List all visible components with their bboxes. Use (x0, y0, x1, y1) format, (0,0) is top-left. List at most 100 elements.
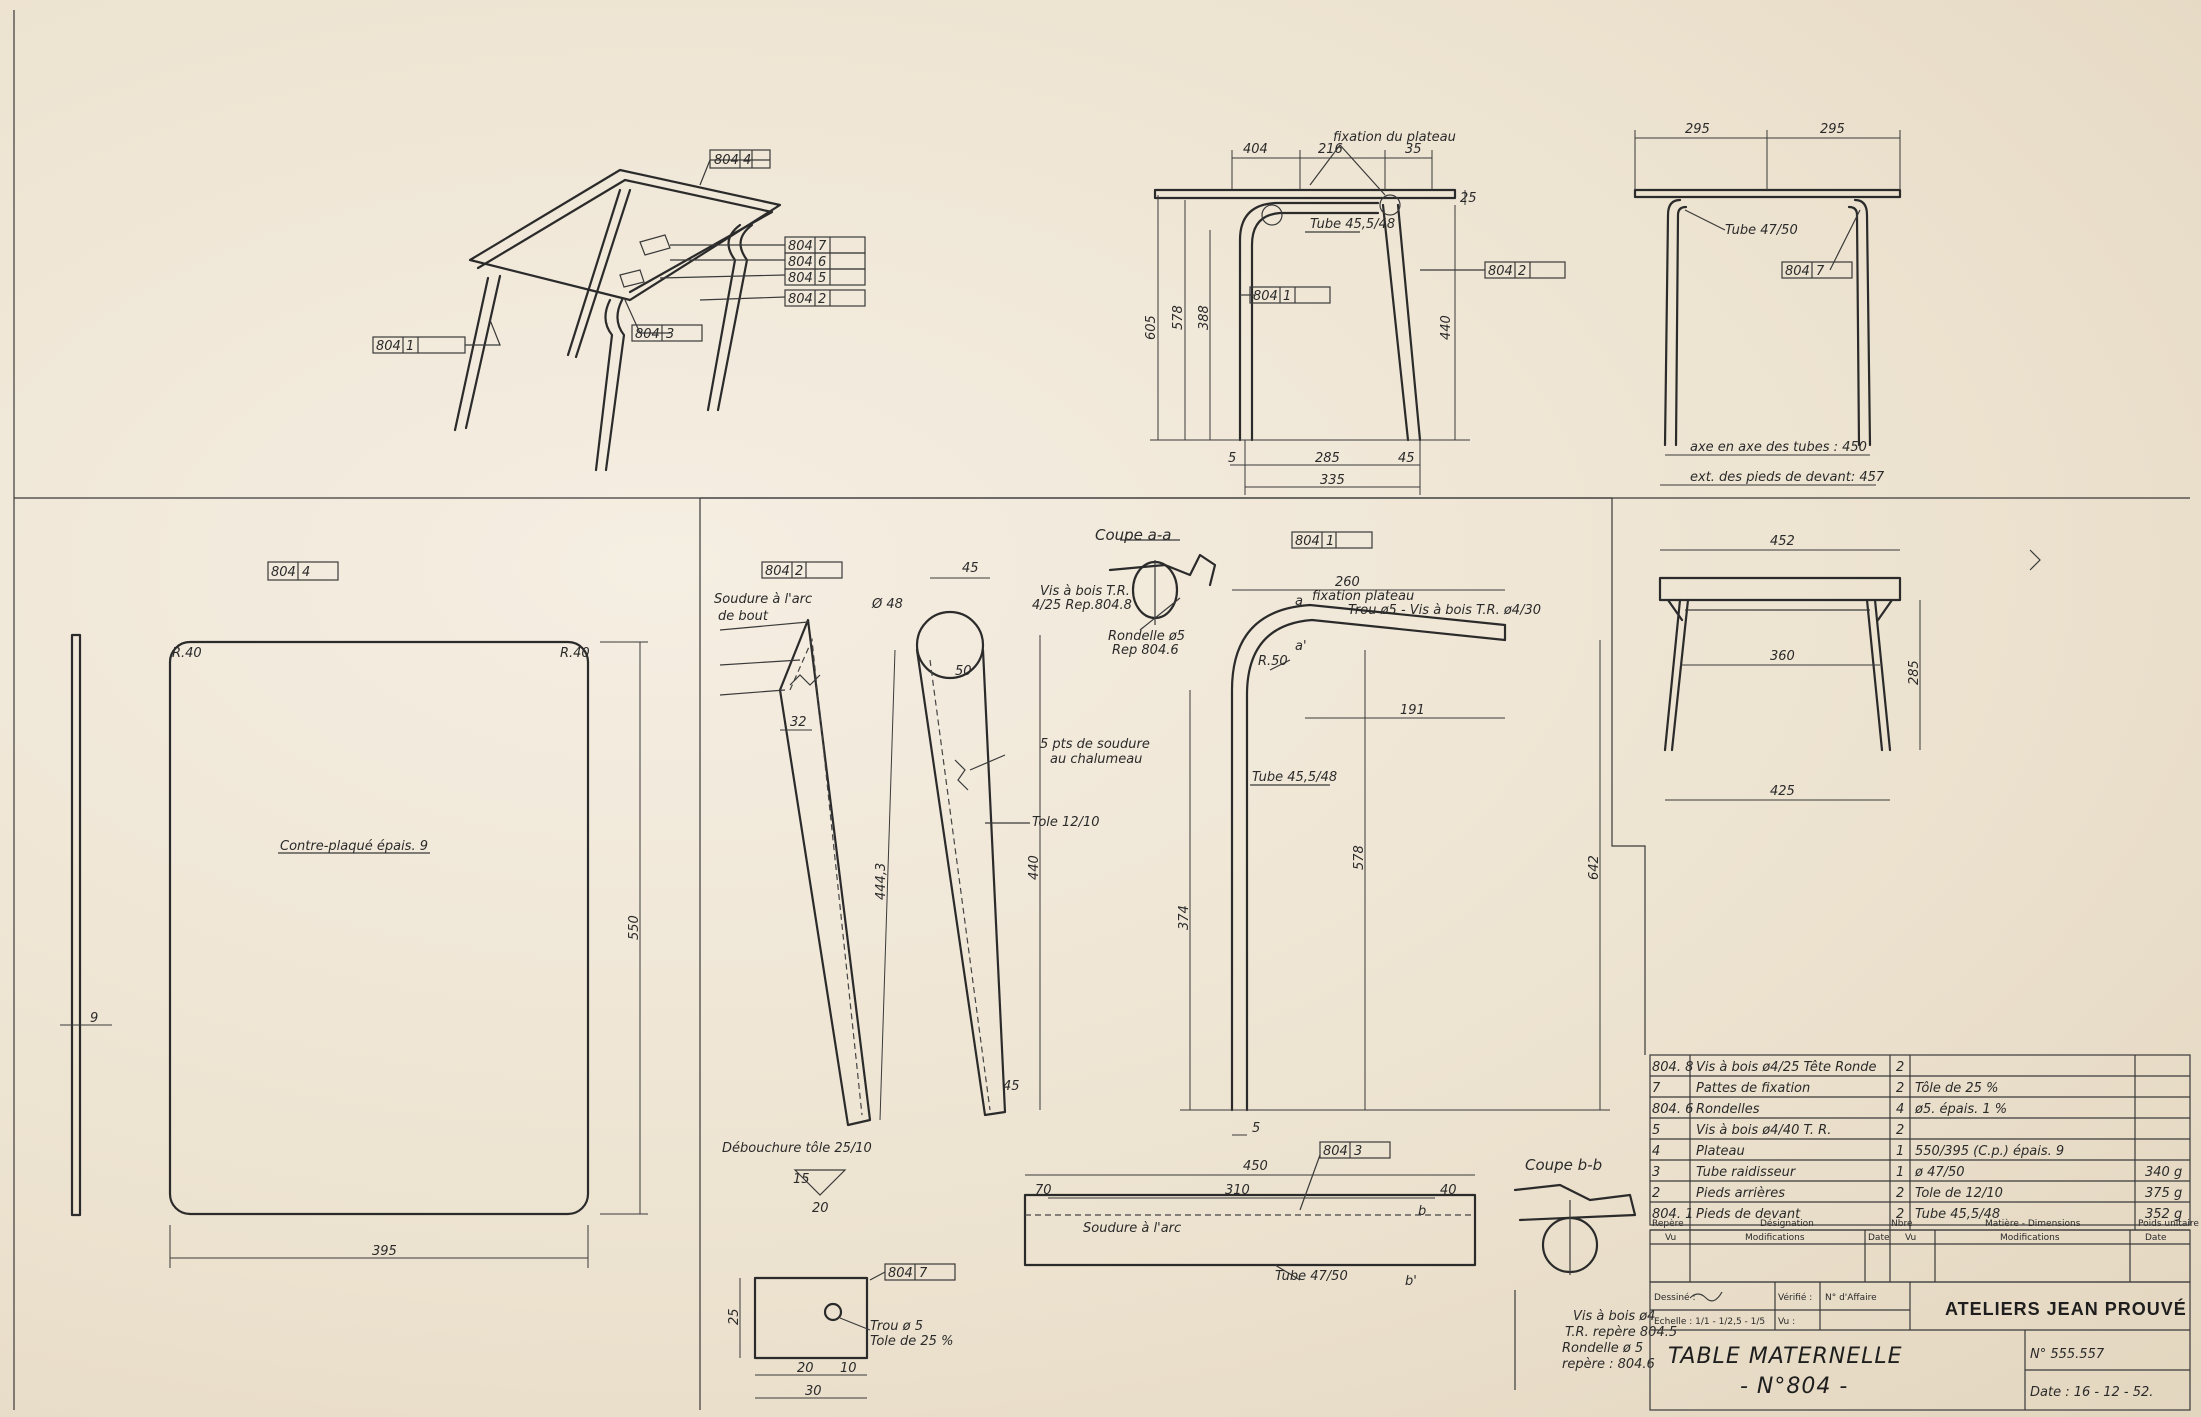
profile-fixation2: Trou ø5 - Vis à bois T.R. ø4/30 (1348, 603, 1541, 618)
dim-small-top: 452 (1770, 534, 1795, 549)
front-leg-tole: Tole 12/10 (1032, 815, 1100, 830)
section-aa-vis: Vis à bois T.R. (1040, 584, 1130, 599)
dim-profile-5: 5 (1252, 1121, 1260, 1136)
dim-tube-70: 70 (1035, 1183, 1052, 1198)
front-leg-pts: 5 pts de soudure (1040, 737, 1150, 752)
dim-plateau-thick: 9 (90, 1011, 98, 1026)
callout-804-5-num: 5 (818, 271, 826, 286)
drawing-title: TABLE MATERNELLE (1668, 1344, 1903, 1369)
profile-a2: a' (1295, 639, 1307, 654)
plate-callout-804-7-num: 7 (919, 1266, 928, 1281)
callout-804-3: 804 3 (631, 324, 703, 342)
profile-tube-label: Tube 45,5/48 (1252, 770, 1337, 785)
callout-804-5-ref: 804 (788, 271, 813, 286)
dim-small-mid: 360 (1770, 649, 1795, 664)
dim-small-bottom: 425 (1770, 784, 1795, 799)
section-aa-rondelle: Rondelle ø5 (1108, 629, 1185, 644)
drawing-subtitle: - N°804 - (1740, 1374, 1848, 1399)
bom-cell-mat: ø5. épais. 1 % (1914, 1102, 2007, 1117)
bom-cell-nbre: 2 (1896, 1207, 1904, 1222)
tube-b2: b' (1405, 1274, 1417, 1289)
bom-header-mat: Matière - Dimensions (1985, 1218, 2081, 1229)
dim-plate-30: 30 (805, 1384, 822, 1399)
side-callout-804-7-ref: 804 (1785, 264, 1810, 279)
dim-front-top-mid: 216 (1318, 142, 1343, 157)
tb-verifie: Vérifié : (1778, 1292, 1812, 1303)
profile-fixation: fixation plateau (1312, 589, 1414, 604)
dim-plate-10: 10 (840, 1361, 857, 1376)
dim-side-left: 295 (1685, 122, 1710, 137)
dim-front-top-left: 404 (1243, 142, 1268, 157)
tube-callout-804-3-ref: 804 (1323, 1144, 1348, 1159)
side-callout-804-7: 804 7 (1781, 261, 1853, 279)
section-bb (1513, 1183, 1637, 1390)
plate-callout-804-7: 804 7 (884, 1263, 956, 1281)
bom-cell-rep: 5 (1652, 1123, 1660, 1138)
dim-front-r: 25 (1460, 191, 1477, 206)
bom-table (1649, 1054, 2191, 1283)
dim-plate-20: 20 (797, 1361, 814, 1376)
bom-header-date: Date (1868, 1233, 1890, 1243)
bom-cell-des: Pieds de devant (1696, 1207, 1801, 1222)
dim-front-bottom-a: 5 (1228, 451, 1236, 466)
bom-cell-des: Vis à bois ø4/40 T. R. (1696, 1123, 1831, 1138)
callout-804-1: 804 1 (372, 336, 466, 354)
dim-profile-374: 374 (1177, 905, 1192, 930)
dim-front-top-right: 35 (1405, 142, 1422, 157)
plateau-view (60, 633, 648, 1268)
bom-cell-mat: Tole de 12/10 (1915, 1186, 2003, 1201)
bom-cell-rep: 804. 8 (1652, 1060, 1693, 1075)
dim-profile-642: 642 (1587, 855, 1602, 880)
dim-rear-4443: 444,3 (874, 863, 889, 900)
bom-cell-rep: 804. 1 (1652, 1207, 1693, 1222)
tube-label: Tube 47/50 (1275, 1269, 1348, 1284)
front-callout-804-1-ref: 804 (1253, 289, 1278, 304)
rear-callout-804-2-num: 2 (795, 564, 803, 579)
front-elevation (1150, 144, 1485, 495)
plate-callout-804-7-ref: 804 (888, 1266, 913, 1281)
bom-cell-rep: 804. 6 (1652, 1102, 1693, 1117)
profile-a: a (1295, 594, 1303, 609)
bom-header-poids: Poids unitaire (2138, 1219, 2199, 1229)
rear-leg-detail (719, 618, 896, 1196)
section-aa-title: Coupe a-a (1095, 526, 1171, 544)
company-name: ATELIERS JEAN PROUVÉ (1945, 1298, 2187, 1319)
section-aa-vis2: 4/25 Rep.804.8 (1032, 598, 1132, 613)
drawing-number: N° 555.557 (2030, 1347, 2105, 1362)
bom-cell-des: Tube raidisseur (1696, 1165, 1797, 1180)
front-leg-detail (915, 577, 1041, 1117)
bom-cell-poids: 340 g (2145, 1165, 2182, 1180)
dim-small-h: 285 (1907, 660, 1922, 685)
dim-tri-15: 15 (793, 1172, 810, 1187)
callout-804-6-num: 6 (818, 255, 826, 270)
callout-804-2-num: 2 (818, 292, 826, 307)
bom-cell-mat: ø 47/50 (1914, 1165, 1965, 1180)
bom-cell-nbre: 1 (1896, 1144, 1904, 1159)
plateau-label: Contre-plaqué épais. 9 (280, 839, 428, 854)
tube-callout-804-3: 804 3 (1319, 1141, 1391, 1159)
section-bb-l3: Rondelle ø 5 (1562, 1341, 1643, 1356)
bom-cell-rep: 4 (1652, 1144, 1660, 1159)
section-bb-l2: T.R. repère 804.5 (1565, 1325, 1677, 1340)
plateau-radius-left: R.40 (172, 646, 202, 661)
rear-callout-804-2-ref: 804 (765, 564, 790, 579)
title-block (1649, 1281, 2191, 1411)
tb-dessine: Dessiné : (1654, 1292, 1695, 1303)
dim-front-h4: 440 (1439, 315, 1454, 340)
profile-callout-804-1-num: 1 (1326, 534, 1334, 549)
bom-cell-des: Pieds arrières (1696, 1186, 1785, 1201)
front-leg-pts2: au chalumeau (1050, 752, 1142, 767)
bom-cell-des: Vis à bois ø4/25 Tête Ronde (1696, 1060, 1877, 1075)
dim-front-bottom-b: 285 (1315, 451, 1340, 466)
dim-front-leg-45: 45 (962, 561, 979, 576)
rear-leg-callout-804-2: 804 2 (761, 561, 843, 579)
sheet-frame (13, 10, 2190, 1410)
dim-rear-32: 32 (790, 715, 807, 730)
callout-804-7: 804 7 (784, 236, 866, 254)
callout-804-2-ref: 804 (788, 292, 813, 307)
dim-tri-20: 20 (812, 1201, 829, 1216)
dim-front-bottom-c: 45 (1398, 451, 1415, 466)
tb-echelle: Echelle : 1/1 - 1/2,5 - 1/5 (1654, 1317, 1765, 1327)
plateau-radius-right: R.40 (560, 646, 590, 661)
side-axe-label: axe en axe des tubes : 450 (1690, 440, 1867, 455)
